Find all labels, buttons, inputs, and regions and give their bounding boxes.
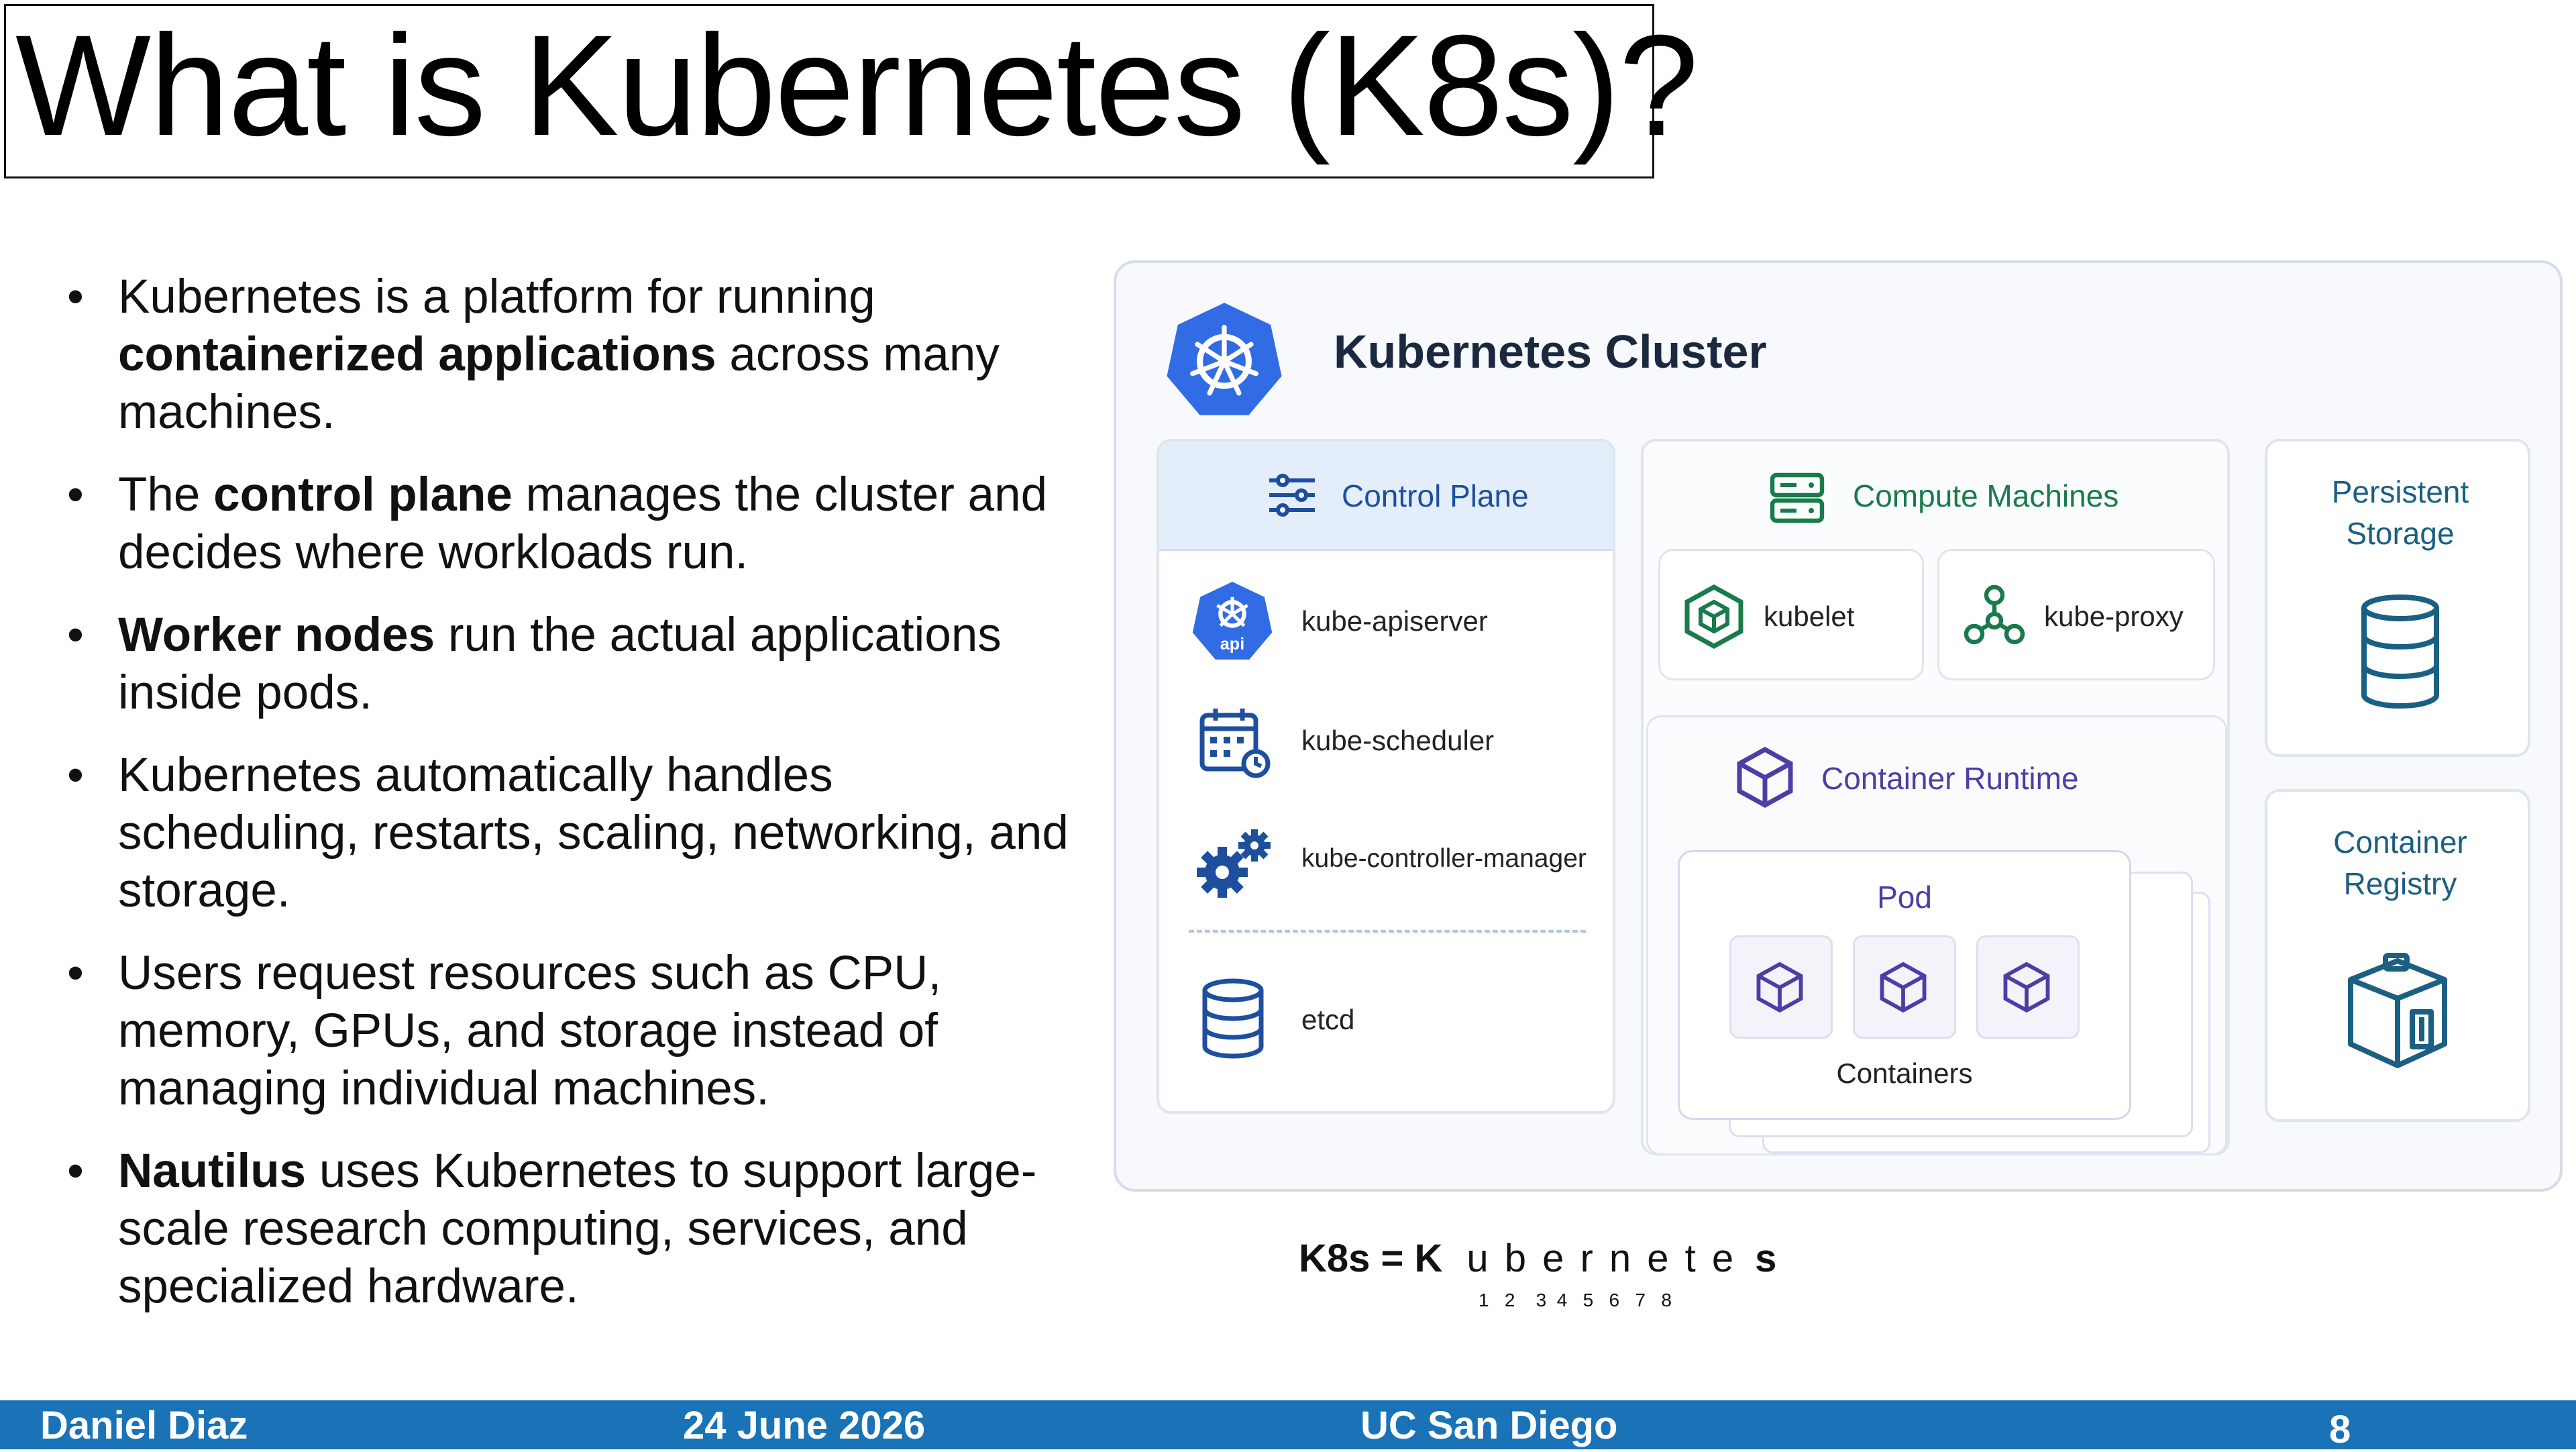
footer-author: Daniel Diaz — [40, 1404, 248, 1447]
cluster-title: Kubernetes Cluster — [1334, 325, 1767, 378]
runtime-cube-icon — [1737, 747, 1793, 808]
bullet-list: Kubernetes is a platform for running con… — [67, 268, 1073, 1341]
api-badge-label: api — [1220, 635, 1244, 654]
kube-proxy-card: kube-proxy — [1937, 549, 2215, 680]
gears-icon — [1197, 829, 1271, 898]
persistent-storage-panel: Persistent Storage — [2265, 439, 2530, 757]
bullet-item: Nautilus uses Kubernetes to support larg… — [67, 1143, 1073, 1316]
k8s-left-text: K8s = K — [1299, 1237, 1443, 1280]
control-plane-title: Control Plane — [1342, 478, 1529, 513]
kube-apiserver-icon: api — [1192, 582, 1273, 660]
kubelet-label: kubelet — [1764, 601, 1855, 632]
container-cube-icon — [2003, 962, 2050, 1013]
storage-database-icon — [2361, 594, 2439, 709]
bullet-item: Kubernetes automatically handles schedul… — [67, 747, 1073, 920]
compute-machines-panel: Compute Machines kubelet kube-proxy — [1641, 439, 2230, 1155]
kube-scheduler-label: kube-scheduler — [1301, 725, 1495, 756]
container-registry-title: Container Registry — [2333, 825, 2467, 901]
bullet-item: Worker nodes run the actual applications… — [67, 607, 1073, 722]
footer-bar: Daniel Diaz 24 June 2026 UC San Diego 8 — [0, 1400, 2576, 1451]
k8s-end-letter: s — [1755, 1237, 1777, 1280]
footer-page-number: 8 — [2329, 1408, 2351, 1451]
compute-machines-title: Compute Machines — [1853, 478, 2119, 513]
footer-date: 24 June 2026 — [683, 1404, 926, 1447]
k8s-letter-count: 1 2 3 4 5 6 7 8 — [1479, 1290, 1672, 1310]
kube-proxy-label: kube-proxy — [2044, 601, 2184, 632]
kubernetes-cluster-diagram: Kubernetes Cluster Control Plane api kub… — [1114, 260, 2563, 1192]
containers-label: Containers — [1836, 1057, 1973, 1089]
kubelet-cube-icon — [1684, 584, 1743, 649]
container-cube-icon — [1880, 962, 1927, 1013]
container-registry-panel: Container Registry — [2265, 789, 2530, 1122]
etcd-database-icon — [1202, 978, 1264, 1059]
control-plane-header — [1159, 442, 1613, 551]
container-runtime-title: Container Runtime — [1821, 761, 2079, 796]
control-plane-panel: Control Plane api kube-apiserver kube-sc… — [1157, 439, 1615, 1114]
k8s-explainer: K8s = K u b e r n e t e s — [1299, 1236, 1776, 1281]
calendar-clock-icon — [1199, 709, 1271, 778]
bullet-item: Users request resources such as CPU, mem… — [67, 945, 1073, 1118]
pod-title: Pod — [1877, 880, 1932, 915]
kubernetes-logo-icon — [1167, 303, 1282, 415]
title-box: What is Kubernetes (K8s)? — [4, 4, 1699, 178]
registry-box-icon — [2348, 953, 2447, 1068]
container-runtime-panel: Container Runtime Pod Containers — [1646, 715, 2227, 1155]
k8s-middle-letters: u b e r n e t e — [1466, 1237, 1737, 1280]
container-cube-icon — [1756, 962, 1803, 1013]
kubelet-card: kubelet — [1658, 549, 1924, 680]
footer-institution: UC San Diego — [1360, 1404, 1618, 1447]
control-plane-divider — [1189, 930, 1586, 933]
network-nodes-icon — [1964, 584, 2025, 645]
kube-apiserver-label: kube-apiserver — [1301, 605, 1488, 637]
sliders-icon — [1269, 474, 1315, 517]
server-icon — [1770, 472, 1825, 523]
persistent-storage-title: Persistent Storage — [2331, 474, 2469, 551]
bullet-item: The control plane manages the cluster an… — [67, 466, 1073, 582]
bullet-item: Kubernetes is a platform for running con… — [67, 268, 1073, 442]
pod-card: Pod Containers — [1678, 850, 2131, 1120]
slide-title: What is Kubernetes (K8s)? — [15, 5, 1699, 166]
kube-controller-manager-label: kube-controller-manager — [1301, 844, 1587, 873]
etcd-label: etcd — [1301, 1004, 1355, 1035]
